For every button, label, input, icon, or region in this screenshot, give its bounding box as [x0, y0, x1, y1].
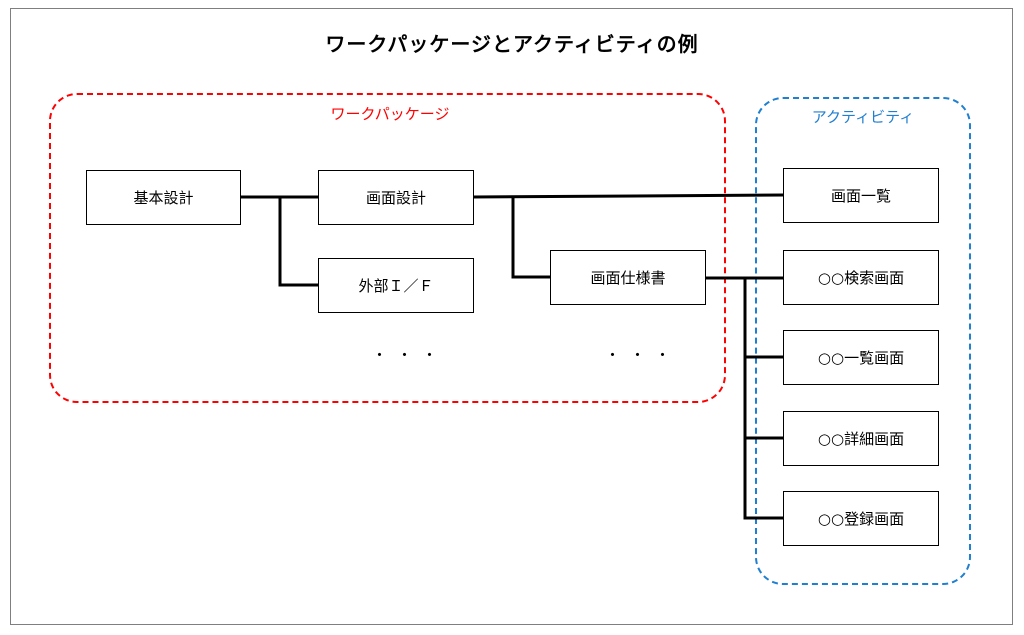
- ellipsis-gamen: ・・・: [372, 346, 448, 364]
- node-kensaku-gamen: ○○検索画面: [783, 250, 939, 305]
- connector-to-gaibu: [278, 195, 320, 287]
- node-gamen-ichiran: 画面一覧: [783, 168, 939, 223]
- connector-to-shiyou: [511, 196, 553, 279]
- workpackage-label: ワークパッケージ: [330, 105, 450, 123]
- node-kihon-sekkei: 基本設計: [86, 170, 241, 225]
- node-gaibu-if: 外部Ｉ／Ｆ: [318, 258, 474, 313]
- node-shousai-gamen: ○○詳細画面: [783, 411, 939, 466]
- node-gamen-shiyousho: 画面仕様書: [550, 250, 706, 305]
- diagram-frame: [10, 8, 1013, 625]
- connector-branch-a: [743, 276, 785, 520]
- activity-label: アクティビティ: [811, 108, 915, 126]
- activity-group: [755, 97, 971, 585]
- node-touroku-gamen: ○○登録画面: [783, 491, 939, 546]
- diagram-title: ワークパッケージとアクティビティの例: [325, 32, 699, 56]
- ellipsis-shiyou: ・・・: [605, 346, 681, 364]
- workpackage-group: [49, 93, 726, 403]
- connector-gamen-ichiran: [471, 193, 785, 199]
- node-gamen-sekkei: 画面設計: [318, 170, 474, 225]
- node-ichiran-gamen: ○○一覧画面: [783, 330, 939, 385]
